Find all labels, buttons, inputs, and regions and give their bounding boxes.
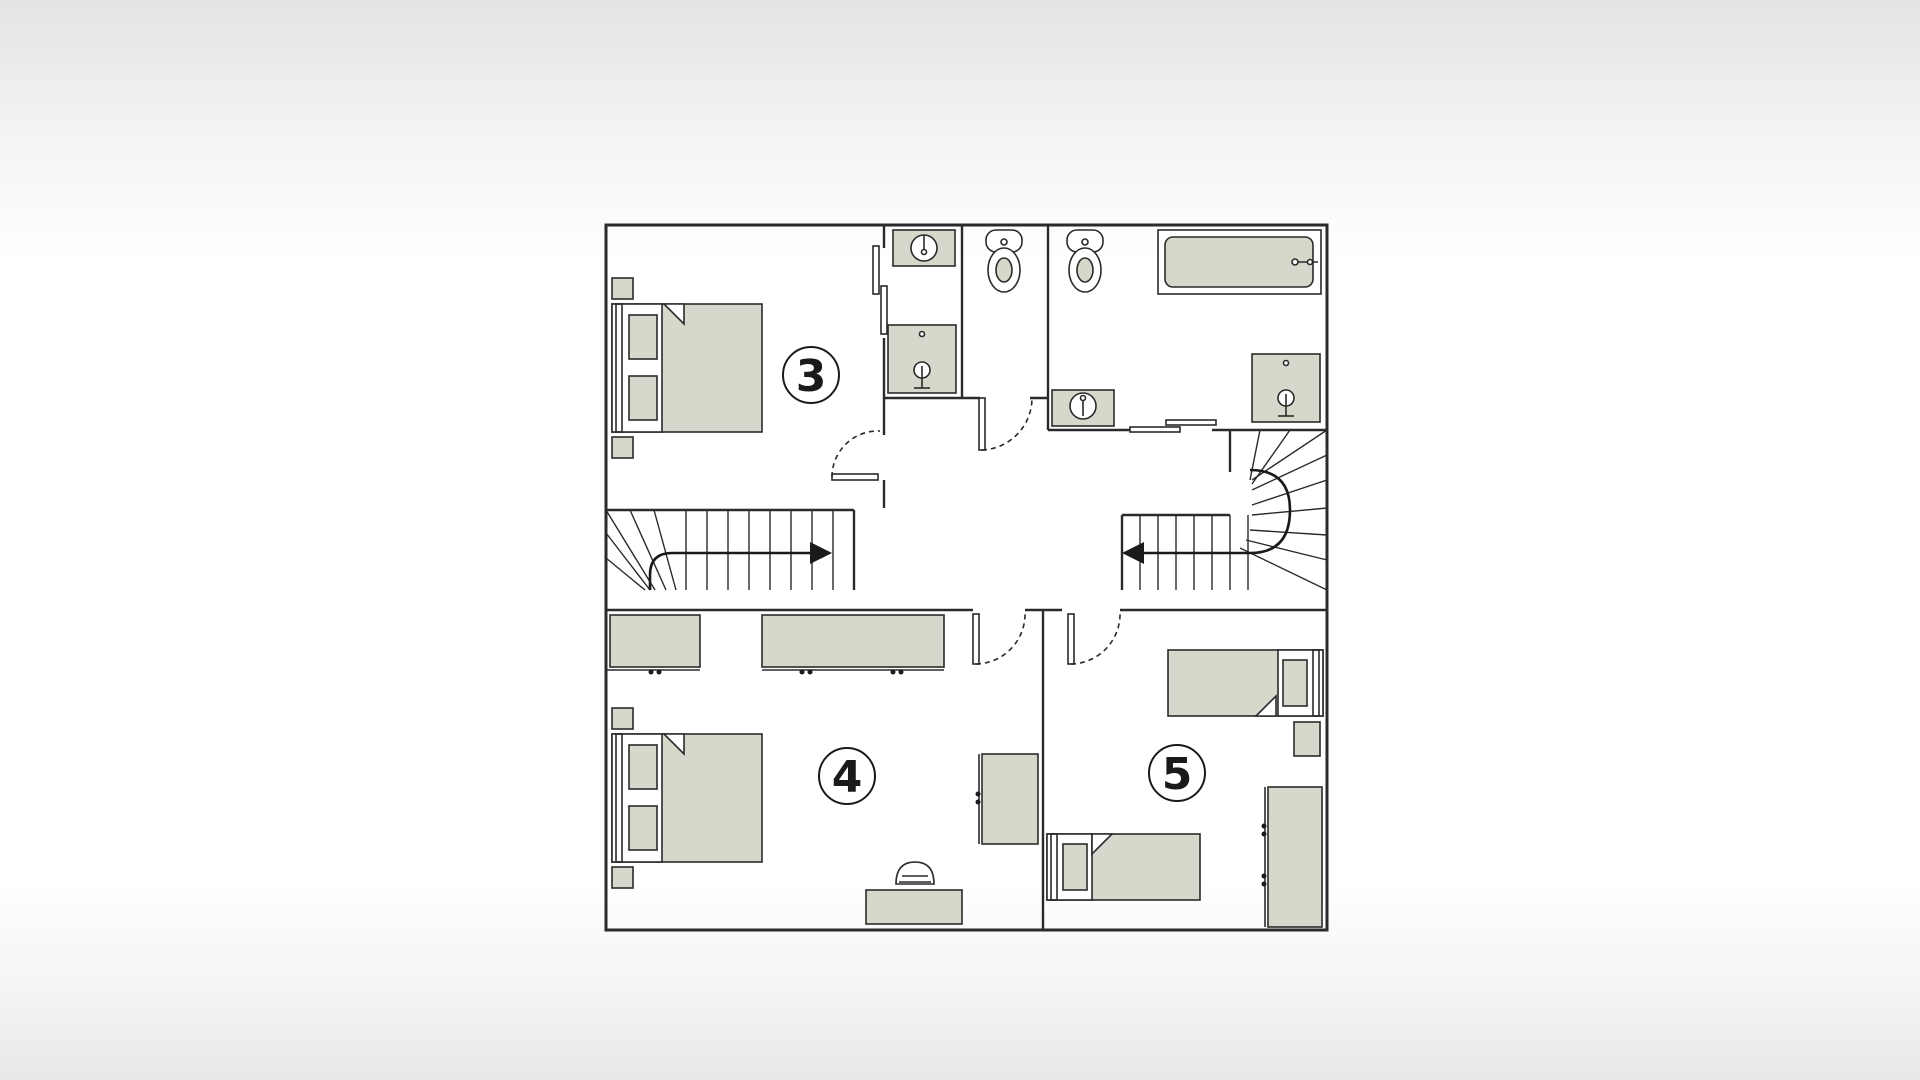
room-label-5: 5: [1148, 744, 1206, 802]
bathroom-1-shower: [887, 324, 957, 394]
room-5-nightstand: [1293, 721, 1321, 757]
bathroom-1-sink: [892, 229, 956, 267]
bathroom-2-shower: [1251, 353, 1321, 423]
room-number-4: 4: [832, 752, 863, 803]
outer-wall: [604, 223, 1329, 932]
room-3-bed: [611, 303, 763, 433]
room-4-nightstand-bottom: [611, 866, 634, 889]
room-number-3: 3: [796, 351, 827, 402]
room-4-nightstand-top: [611, 707, 634, 730]
bathtub: [1157, 229, 1322, 295]
toilet-1: [985, 229, 1023, 293]
room-5-bed-bottom: [1046, 833, 1201, 901]
toilet-2: [1066, 229, 1104, 293]
doors: [831, 245, 1217, 665]
room-4-chair: [895, 861, 935, 885]
room-number-5: 5: [1162, 749, 1193, 800]
room-4-dresser: [975, 753, 1039, 845]
bathroom-2-sink: [1051, 389, 1115, 427]
room-5-wardrobe: [1261, 786, 1323, 928]
room-3-nightstand-bottom: [611, 436, 634, 459]
room-label-4: 4: [818, 747, 876, 805]
room-label-3: 3: [782, 346, 840, 404]
room-5-bed-top: [1167, 649, 1324, 717]
room-3-nightstand-top: [611, 277, 634, 300]
room-4-wardrobe-left: [606, 614, 701, 675]
room-4-bed: [611, 733, 763, 863]
staircase-left: [605, 509, 855, 591]
room-4-desk: [865, 889, 963, 925]
staircase-right: [1121, 429, 1328, 591]
room-4-wardrobe-right: [761, 614, 945, 675]
